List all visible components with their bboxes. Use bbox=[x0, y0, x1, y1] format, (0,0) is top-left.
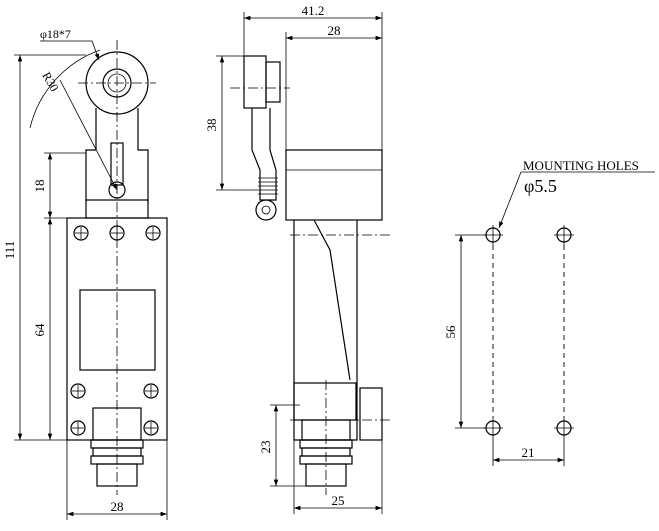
mounting-hole-top-right bbox=[554, 225, 574, 245]
front-cover-window bbox=[79, 289, 156, 371]
side-roller-hub bbox=[265, 61, 281, 103]
mounting-holes-view: MOUNTING HOLES φ5.5 56 21 bbox=[443, 158, 655, 466]
front-view: R30 φ18*7 11 bbox=[2, 27, 168, 520]
front-roller-bore bbox=[107, 73, 127, 93]
front-lever-left bbox=[85, 108, 97, 202]
radius-dim-label: R30 bbox=[39, 70, 61, 94]
side-roller bbox=[243, 55, 267, 109]
hole-dim-leader bbox=[498, 171, 522, 229]
dim-label-41-2: 41.2 bbox=[302, 3, 325, 18]
dim-label-28-front: 28 bbox=[111, 499, 124, 514]
dim-label-111: 111 bbox=[2, 241, 17, 260]
dim-label-56: 56 bbox=[443, 325, 458, 339]
side-body-edge bbox=[313, 219, 351, 381]
dim-label-18: 18 bbox=[32, 180, 47, 193]
dim-label-38: 38 bbox=[204, 119, 219, 132]
roller-dim-label: φ18*7 bbox=[40, 27, 71, 41]
side-bracket bbox=[359, 387, 383, 441]
side-bottom-block bbox=[293, 382, 357, 421]
dim-label-21: 21 bbox=[522, 445, 535, 460]
front-screws bbox=[70, 225, 161, 436]
dim-label-64: 64 bbox=[32, 323, 47, 337]
side-head bbox=[285, 149, 383, 221]
mounting-hole-bottom-right bbox=[554, 418, 574, 438]
hole-dim-label: φ5.5 bbox=[524, 176, 557, 196]
roller-dim-leader bbox=[40, 40, 100, 61]
radius-leader bbox=[59, 79, 118, 191]
side-body bbox=[293, 220, 358, 441]
dim-label-23: 23 bbox=[258, 441, 273, 454]
front-lever-right bbox=[137, 108, 149, 202]
mounting-holes-label: MOUNTING HOLES bbox=[523, 158, 639, 173]
dim-label-28-side: 28 bbox=[328, 23, 341, 38]
dim-label-25: 25 bbox=[332, 493, 345, 508]
side-view: 41.2 28 38 23 25 bbox=[204, 3, 392, 514]
side-pivot bbox=[255, 199, 277, 221]
side-lever-spring bbox=[258, 177, 278, 195]
swing-arc bbox=[29, 49, 101, 129]
